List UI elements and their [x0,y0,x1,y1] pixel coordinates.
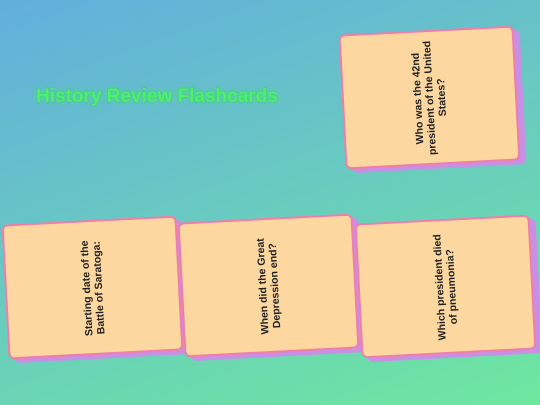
flashcard-president-pneumonia[interactable]: Which president died of pneumonia? [354,214,537,359]
flashcard-great-depression[interactable]: When did the Great Depression end? [177,213,360,358]
page-title: History Review Flashcards [36,86,278,107]
flashcard-question: When did the Great Depression end? [253,237,283,335]
flashcard-question: Which president died of pneumonia? [430,233,460,341]
flashcard-battle-of-saratoga[interactable]: Starting date of the Battle of Saratoga: [1,215,184,360]
flashcard-question: Starting date of the Battle of Saratoga: [78,239,107,336]
flashcard-42nd-president[interactable]: Who was the 42nd president of the United… [338,25,521,170]
flashcard-question: Who was the 42nd president of the United… [409,40,449,155]
